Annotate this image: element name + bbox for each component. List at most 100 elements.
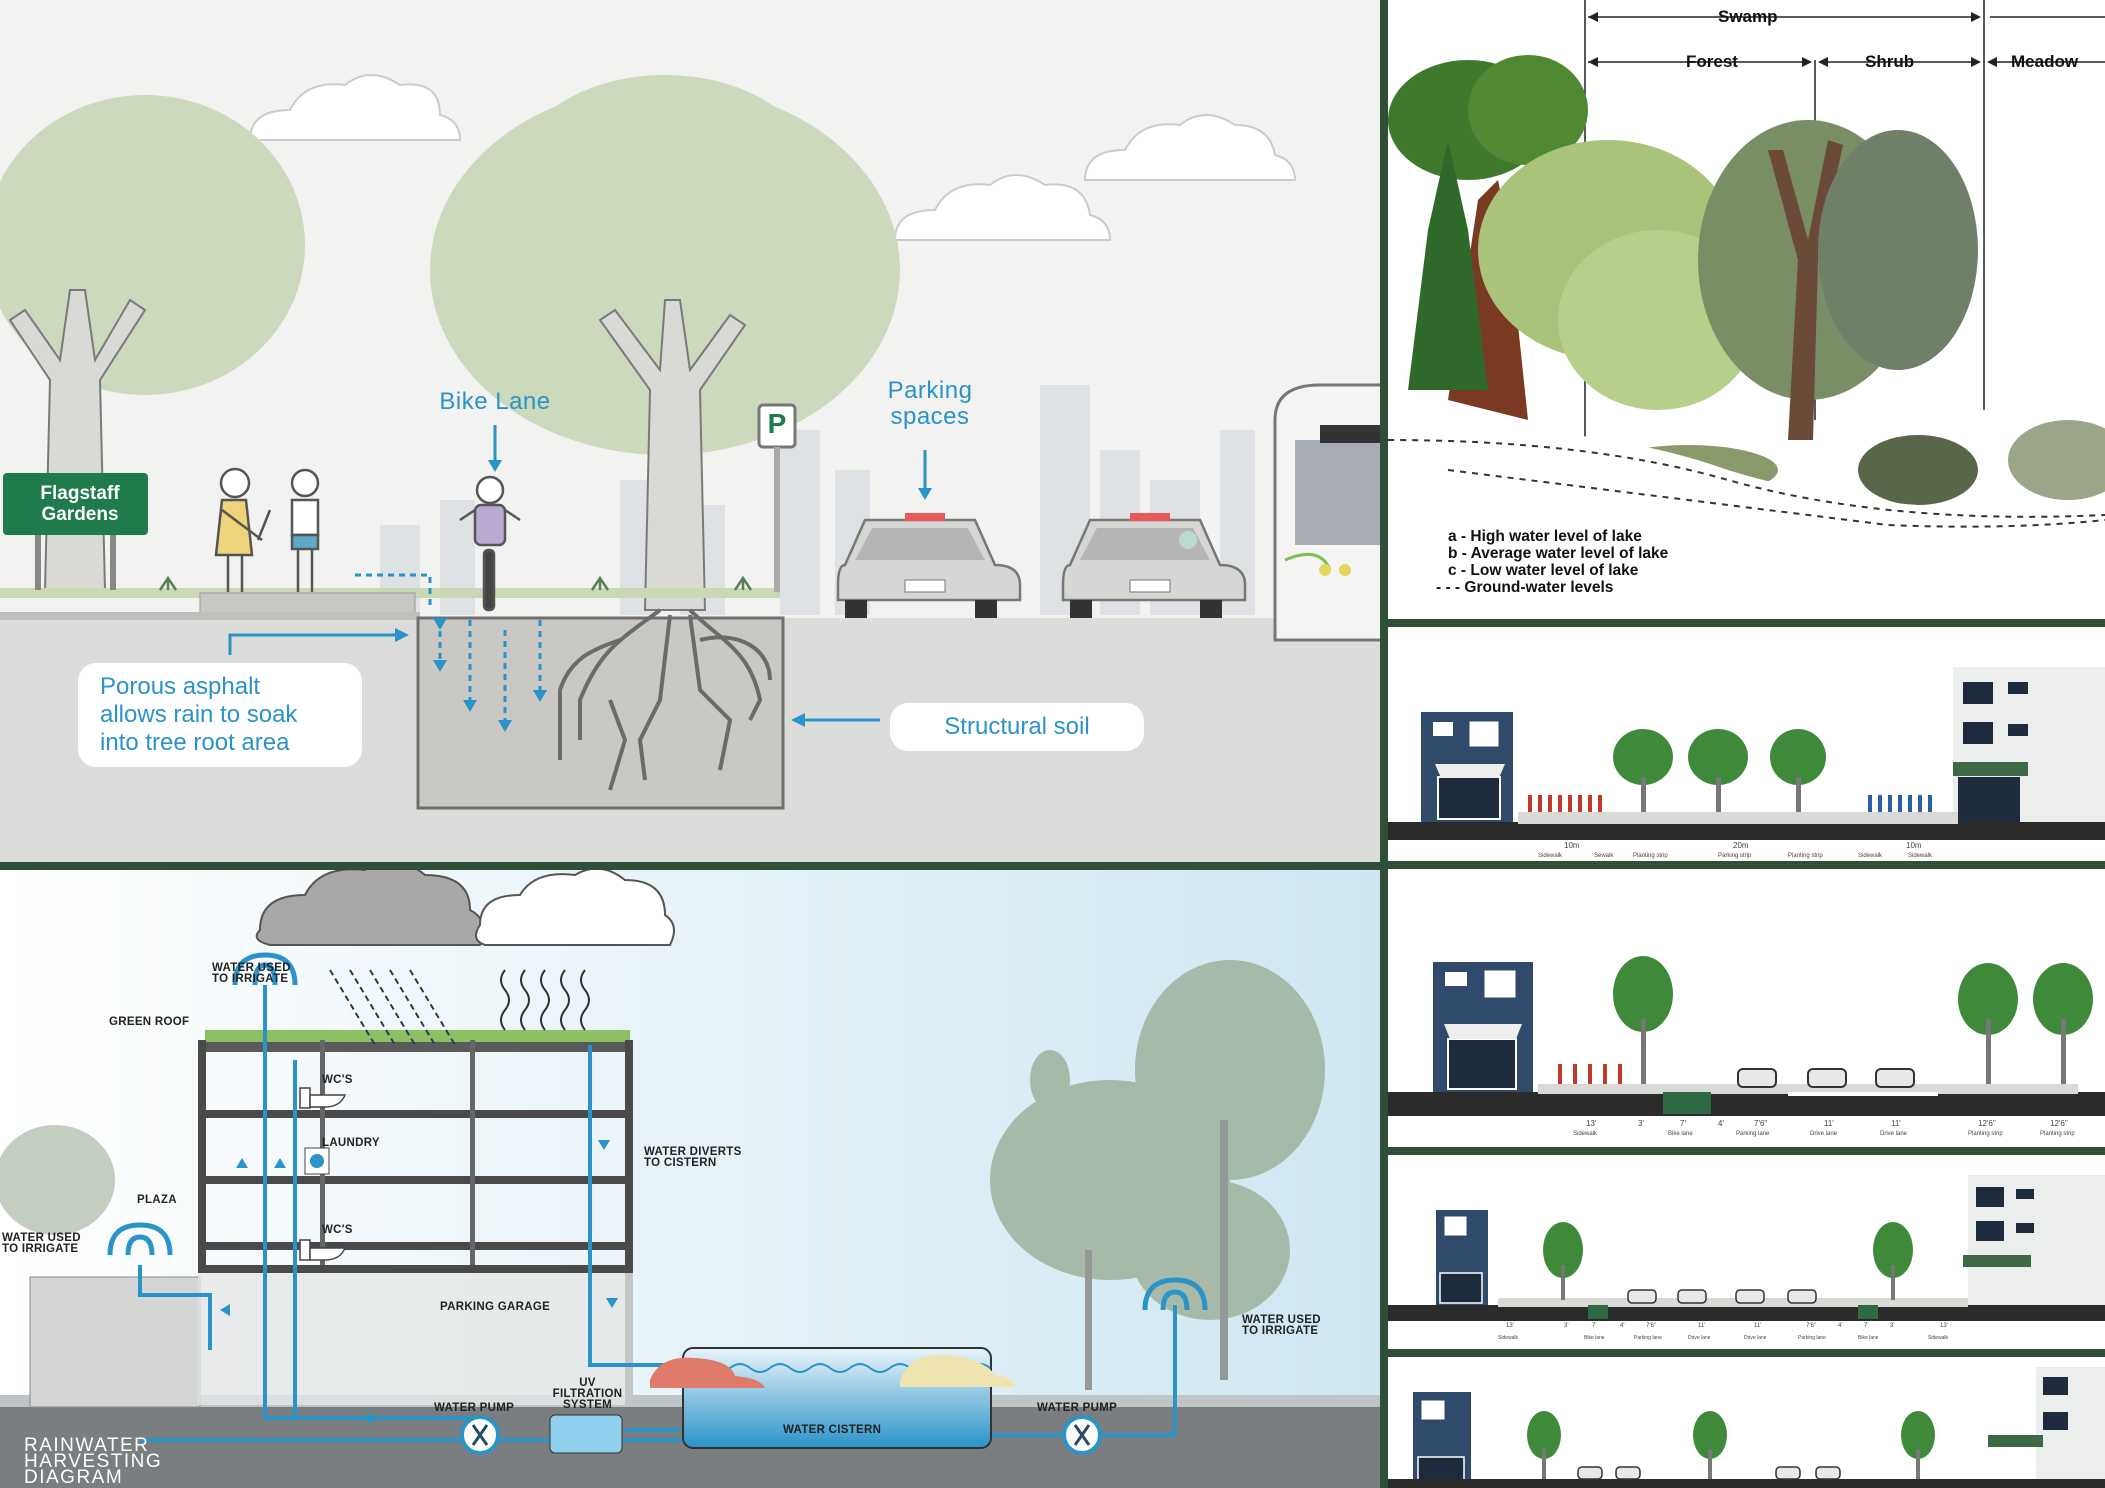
s2-dim-1: 13' — [1586, 1119, 1597, 1128]
s2-dim-5: 7'6" — [1754, 1119, 1768, 1128]
s3-dim-9: 4' — [1838, 1323, 1843, 1329]
green-roof-label: GREEN ROOF — [109, 1016, 190, 1028]
s3-label-2: Bike lane — [1584, 1335, 1605, 1341]
horizontal-divider-4 — [1388, 1349, 2105, 1357]
s1-label-1: Sidewalk — [1538, 853, 1563, 859]
soil-diagram-graphics — [0, 74, 1380, 862]
street-section-2: 13' 3' 7' 4' 7'6" 11' 11' 12'6" 12'6" Si… — [1388, 869, 2105, 1147]
zone-shrub-label: Shrub — [1865, 52, 1915, 71]
street-section-3: 13' 3' 7' 4' 7'6" 11' 11' 7'6" 4' 7' 3' … — [1388, 1155, 2105, 1349]
s3-dim-8: 7'6" — [1806, 1323, 1816, 1329]
structural-soil-callout: Structural soil — [890, 703, 1144, 751]
water-pump-left-label: WATER PUMP — [434, 1402, 515, 1414]
parking-garage-label: PARKING GARAGE — [440, 1301, 551, 1313]
uv-filtration-label: UV FILTRATION SYSTEM — [552, 1377, 623, 1411]
zone-forest-label: Forest — [1686, 52, 1738, 71]
s2-label-3: Parking lane — [1736, 1131, 1770, 1137]
s3-label-6: Parking lane — [1798, 1335, 1826, 1341]
s3-label-3: Parking lane — [1634, 1335, 1662, 1341]
rainwater-harvesting-diagram: WATER USED TO IRRIGATE GREEN ROOF WC'S L… — [0, 870, 1380, 1488]
s2-dim-6: 11' — [1824, 1119, 1834, 1128]
cloud-icon — [248, 74, 1297, 241]
s2-dim-2: 3' — [1638, 1119, 1644, 1128]
s2-dim-8: 12'6" — [1978, 1119, 1996, 1128]
s2-dim-7: 11' — [1891, 1119, 1901, 1128]
s2-dim-3: 7' — [1680, 1119, 1686, 1128]
water-cistern-label: WATER CISTERN — [783, 1424, 882, 1436]
horizontal-divider-3 — [1388, 1147, 2105, 1155]
diagram-title: RAINWATER HARVESTING DIAGRAM — [24, 1435, 163, 1488]
s2-label-2: Bike lane — [1668, 1131, 1693, 1137]
tree-left — [0, 95, 305, 591]
water-diverts-label: WATER DIVERTS TO CISTERN — [644, 1146, 742, 1169]
s3-label-5: Drive lane — [1744, 1335, 1767, 1341]
legend-item-b: b - Average water level of lake — [1448, 545, 1669, 562]
zone-meadow-label: Meadow — [2011, 52, 2079, 71]
s3-dim-7: 11' — [1754, 1323, 1762, 1329]
legend-item-c: c - Low water level of lake — [1448, 562, 1639, 579]
infiltration-arrows — [355, 573, 542, 720]
vertical-divider — [1380, 0, 1388, 1488]
water-used-right-label: WATER USED TO IRRIGATE — [1242, 1314, 1321, 1337]
tree-center — [430, 75, 900, 611]
legend-item-groundwater: - - - Ground-water levels — [1436, 579, 1614, 596]
s3-dim-1: 13' — [1506, 1323, 1514, 1329]
s2-label-7: Planting strip — [2040, 1131, 2075, 1137]
car-parked-left — [836, 513, 1022, 618]
s2-label-5: Drive lane — [1880, 1131, 1908, 1137]
swamp-trees — [1388, 55, 2105, 505]
car-red — [650, 1357, 765, 1388]
tram — [1273, 383, 1380, 642]
street-section-2-graphics — [1388, 956, 2105, 1116]
water-used-left-label: WATER USED TO IRRIGATE — [2, 1232, 81, 1255]
irrigation-fountain-icon — [107, 952, 1208, 1311]
wcs-bottom-label: WC'S — [322, 1224, 353, 1236]
s1-label-2: Sewalk — [1594, 853, 1614, 859]
car-parked-right — [1061, 513, 1247, 618]
s1-label-7: Sidewalk — [1908, 853, 1933, 859]
s2-dim-4: 4' — [1718, 1119, 1724, 1128]
horizontal-divider-2 — [1388, 861, 2105, 869]
s3-dim-2: 3' — [1564, 1323, 1569, 1329]
street-section-1: 10m 20m 10m Sidewalk Sewalk Planting str… — [1388, 627, 2105, 861]
s1-dim-3: 10m — [1906, 841, 1922, 850]
s3-label-8: Sidewalk — [1928, 1335, 1949, 1341]
s1-dim-2: 20m — [1733, 841, 1749, 850]
toilet-icon — [299, 1087, 347, 1261]
s3-dim-4: 4' — [1620, 1323, 1625, 1329]
flagstaff-sign-label: Flagstaff Gardens — [40, 483, 120, 525]
s2-dim-9: 12'6" — [2050, 1119, 2068, 1128]
s2-label-4: Drive lane — [1810, 1131, 1838, 1137]
street-section-3-graphics — [1388, 1175, 2105, 1321]
cyclist — [459, 475, 521, 612]
horizontal-divider-1 — [1388, 619, 2105, 627]
s3-dim-11: 3' — [1890, 1323, 1895, 1329]
parking-sign-label: P — [767, 408, 787, 439]
background-trees — [0, 960, 1325, 1390]
zone-swamp-label: Swamp — [1718, 7, 1778, 26]
water-used-top-label: WATER USED TO IRRIGATE — [212, 962, 291, 985]
s1-label-3: Planting strip — [1633, 853, 1668, 859]
wcs-top-label: WC'S — [322, 1074, 353, 1086]
water-pipes — [138, 985, 1177, 1442]
street-section-4 — [1388, 1357, 2105, 1488]
street-section-1-graphics — [1388, 667, 2105, 840]
s2-label-1: Sidewalk — [1573, 1131, 1598, 1137]
uv-filtration-unit — [549, 1414, 623, 1454]
s3-label-7: Bike lane — [1858, 1335, 1879, 1341]
legend-item-a: a - High water level of lake — [1448, 528, 1642, 545]
laundry-label: LAUNDRY — [322, 1137, 380, 1149]
water-pump-right-label: WATER PUMP — [1037, 1402, 1118, 1414]
parking-spaces-label: Parking spaces — [887, 377, 973, 430]
street-section-4-graphics — [1388, 1367, 2105, 1488]
s3-label-4: Drive lane — [1688, 1335, 1711, 1341]
swamp-zonation-diagram: Swamp Forest Shrub Meadow a - High water… — [1388, 0, 2105, 619]
s1-label-5: Planting strip — [1788, 853, 1823, 859]
s3-dim-12: 13' — [1940, 1323, 1948, 1329]
s1-label-6: Sidewalk — [1858, 853, 1883, 859]
structural-soil-diagram: Flagstaff Gardens P Bike Lane Parking sp… — [0, 0, 1380, 862]
s3-dim-3: 7' — [1592, 1323, 1597, 1329]
s3-dim-10: 7' — [1864, 1323, 1869, 1329]
s2-label-6: Planting strip — [1968, 1131, 2003, 1137]
building-section — [198, 1030, 633, 1405]
